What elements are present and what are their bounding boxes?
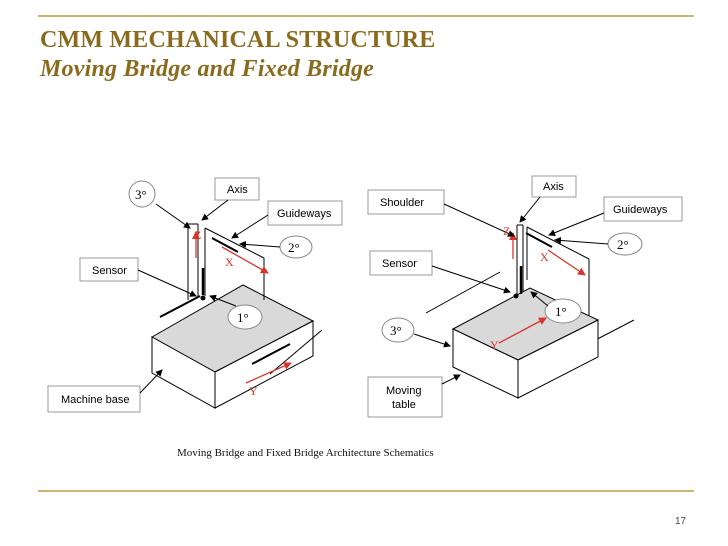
title-line: CMM MECHANICAL STRUCTURE (40, 27, 436, 53)
deg3-bubble (128, 180, 156, 208)
axis-label-right: Axis (543, 181, 564, 193)
sensor-label-right: Sensor (382, 258, 417, 270)
y-axis-label-right: Y (490, 338, 499, 352)
axis-label: Axis (227, 184, 248, 196)
machine-base-side (214, 320, 314, 409)
machine-base-box (47, 385, 141, 413)
moving-table-side (517, 319, 599, 399)
machine-base-label: Machine base (61, 394, 130, 406)
slide-title: CMM MECHANICAL STRUCTURE Moving Bridge a… (40, 26, 435, 84)
y-axis-label: Y (249, 384, 258, 398)
top-rule (38, 15, 694, 17)
x-axis-label: X (225, 255, 234, 269)
deg3-bubble-right (381, 317, 415, 343)
deg3-label: 3° (135, 187, 147, 202)
moving-table-label-1: Moving (386, 385, 421, 397)
page-number: 17 (675, 516, 687, 527)
moving-table-box (367, 376, 443, 418)
deg2-label: 2° (288, 240, 300, 255)
axis-box (214, 177, 260, 201)
guideways-label: Guideways (277, 208, 332, 220)
fixed-bridge-diagram (367, 175, 683, 418)
guideways-box (267, 200, 343, 226)
deg2-label-right: 2° (617, 237, 629, 252)
x-axis-label-right: X (540, 250, 549, 264)
guideways-label-right: Guideways (613, 204, 668, 216)
sensor-box-right (369, 250, 433, 276)
axis-box-right (531, 175, 577, 198)
z-axis-label: Z (194, 228, 201, 242)
shoulder-box (367, 189, 445, 215)
deg1-label-right: 1° (555, 304, 567, 319)
shoulder-label: Shoulder (380, 197, 424, 209)
figure-caption: Moving Bridge and Fixed Bridge Architect… (177, 447, 434, 459)
deg1-bubble-right (544, 298, 582, 324)
sensor-box (79, 257, 139, 282)
sensor-label: Sensor (92, 265, 127, 277)
z-axis-label-right: Z (503, 224, 510, 238)
guideways-box-right (603, 196, 683, 222)
bottom-rule (38, 490, 694, 492)
deg1-bubble (227, 304, 263, 330)
deg3-label-right: 3° (390, 323, 402, 338)
moving-table-label-2: table (392, 399, 416, 411)
subtitle-line: Moving Bridge and Fixed Bridge (40, 56, 375, 82)
moving-bridge-diagram (47, 177, 343, 413)
deg1-label: 1° (237, 310, 249, 325)
